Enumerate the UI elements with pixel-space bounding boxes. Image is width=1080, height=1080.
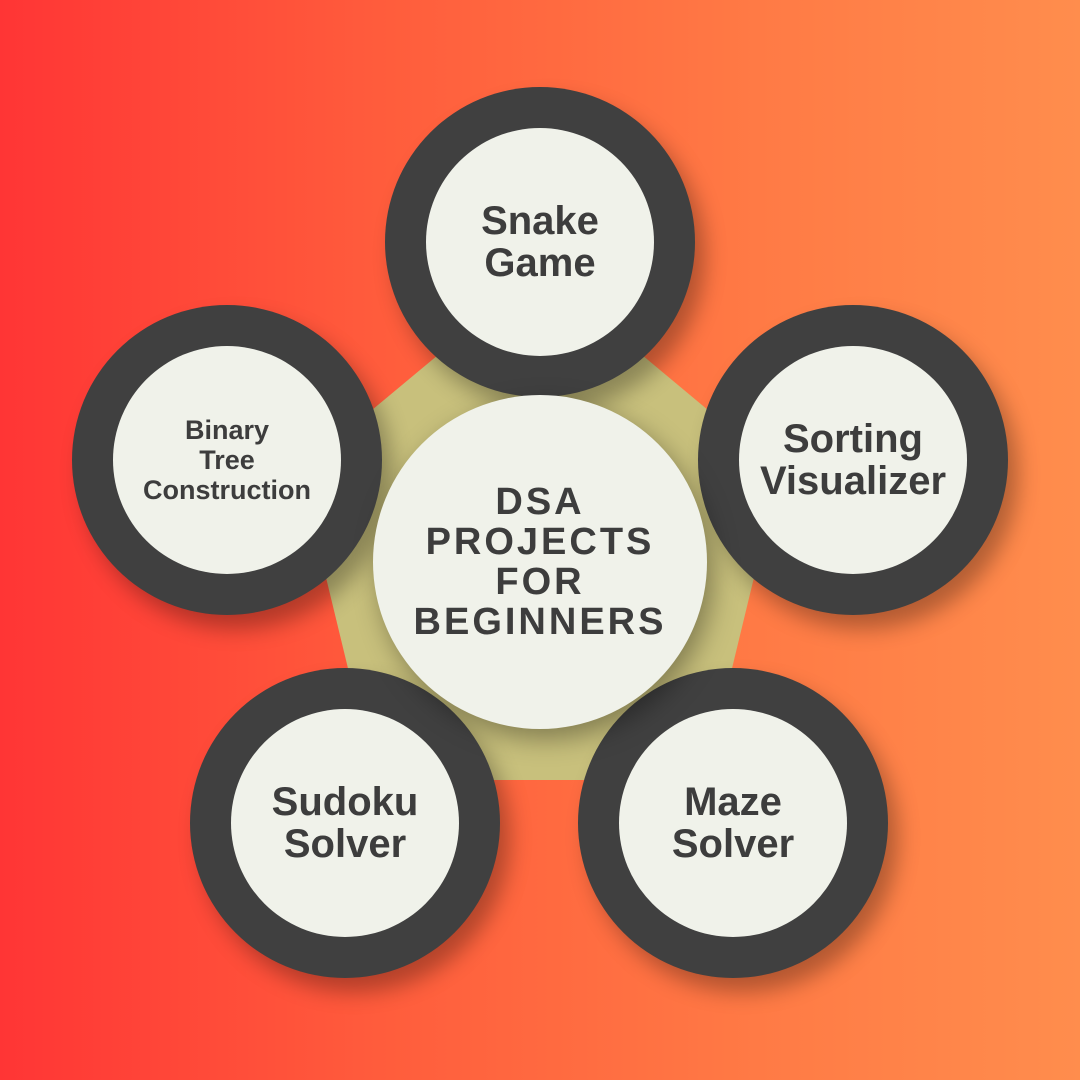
project-label-maze-solver: Maze Solver — [671, 780, 795, 866]
project-node-maze-solver: Maze Solver — [578, 668, 888, 978]
project-label-sorting-visualizer: Sorting Visualizer — [759, 417, 947, 503]
project-disc: Sudoku Solver — [231, 709, 459, 937]
center-title: DSA PROJECTS FOR BEGINNERS — [413, 481, 667, 643]
project-disc: Snake Game — [426, 128, 654, 356]
project-label-sudoku-solver: Sudoku Solver — [271, 780, 419, 866]
project-label-snake-game: Snake Game — [481, 199, 599, 285]
project-label-binary-tree-construction: Binary Tree Construction — [143, 415, 311, 505]
project-disc: Sorting Visualizer — [739, 346, 967, 574]
center-hub: DSA PROJECTS FOR BEGINNERS — [373, 395, 707, 729]
project-node-snake-game: Snake Game — [385, 87, 695, 397]
project-disc: Maze Solver — [619, 709, 847, 937]
project-disc: Binary Tree Construction — [113, 346, 341, 574]
project-node-sudoku-solver: Sudoku Solver — [190, 668, 500, 978]
project-node-binary-tree-construction: Binary Tree Construction — [72, 305, 382, 615]
project-node-sorting-visualizer: Sorting Visualizer — [698, 305, 1008, 615]
